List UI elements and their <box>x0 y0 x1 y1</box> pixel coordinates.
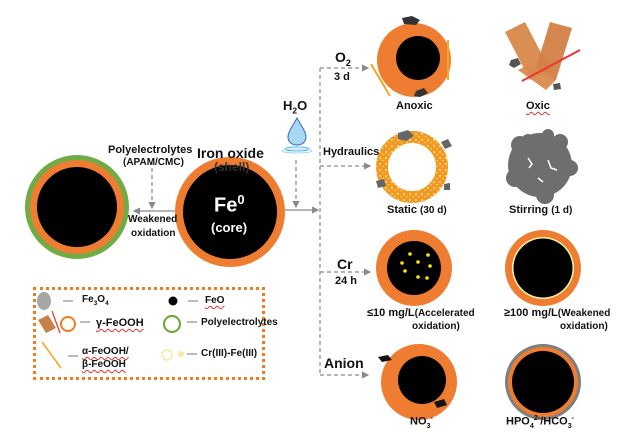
legend-beta-feooh-label: β-FeOOH <box>82 359 126 370</box>
legend-fe3o4-label: Fe3O4 <box>82 294 109 308</box>
cr-low-particle <box>376 230 452 306</box>
core-shell-particle <box>175 157 285 267</box>
cr-low-label-2: oxidation) <box>412 321 460 332</box>
stirring-main: Stirring <box>509 204 549 216</box>
stirring-aggregate <box>506 129 578 204</box>
static-label: Static (30 d) <box>387 204 447 217</box>
legend-alpha-feooh-label: α-FeOOH/ <box>82 346 129 357</box>
legend-gamma-feooh-label: γ-FeOOH <box>96 317 144 329</box>
cr-low-label: ≤10 mg/L(Accelerated <box>367 307 475 320</box>
anion-label: Anion <box>324 355 364 371</box>
core-fe-label: Fe0 <box>214 193 245 217</box>
legend-box <box>33 287 265 380</box>
static-porous-ring <box>376 130 452 203</box>
cr-high-label: ≥100 mg/L(Weakened <box>504 307 611 320</box>
nitrate-main: NO <box>410 415 427 428</box>
orange-ring-icon <box>38 315 56 333</box>
legend-cr-fe-label: Cr(III)-Fe(III) <box>201 348 258 359</box>
o2-sub: 2 <box>345 57 351 68</box>
bicarbonate-sup: - <box>571 414 575 422</box>
phosphate-label: HPO42-/HCO3- <box>506 414 575 430</box>
iron-oxide-title: Iron oxide <box>197 145 264 161</box>
fe3o4-o: O <box>97 294 106 305</box>
cr-low-main: ≤10 mg/L <box>367 307 415 319</box>
bicarbonate-sub: 3 <box>567 421 572 430</box>
static-detail: (30 d) <box>420 205 447 216</box>
core-fe-sup: 0 <box>237 192 245 207</box>
water-sub: 2 <box>292 105 298 116</box>
fe3o4-sub2: 4 <box>105 300 109 307</box>
oxidation-label: oxidation <box>131 228 176 239</box>
o2-main: O <box>335 49 346 65</box>
legend-polyelectrolytes-label: Polyelectrolytes <box>201 317 278 328</box>
phosphate-particle <box>505 344 581 420</box>
phosphate-main: HPO <box>506 415 530 428</box>
water-drop-icon <box>281 116 313 154</box>
polyelectrolytes-label: Polyelectrolytes <box>108 144 193 156</box>
cr-high-label-2: oxidation) <box>560 321 608 332</box>
water-label: H2O <box>283 99 307 115</box>
fe3o4-fe: Fe <box>82 294 94 305</box>
cr-label: Cr <box>337 256 353 272</box>
black-dot-icon <box>168 296 178 306</box>
phosphate-sub: 4 <box>529 421 534 430</box>
stirring-label: Stirring (1 d) <box>509 204 573 217</box>
green-ring-icon <box>162 314 182 334</box>
nitrate-label: NO3- <box>410 414 433 430</box>
water-h: H <box>283 98 293 113</box>
cr-low-detail-1: (Accelerated <box>414 308 475 319</box>
legend-feo-label: FeO <box>205 295 225 306</box>
cr-high-detail-1: (Weakened <box>557 308 611 319</box>
core-sub-label: (core) <box>211 220 248 235</box>
apam-cmc-label: (APAM/CMC) <box>123 157 184 168</box>
nitrate-sub: 3 <box>426 421 431 430</box>
cr-high-main: ≥100 mg/L <box>504 307 558 319</box>
stirring-detail: (1 d) <box>551 205 573 216</box>
anoxic-particle <box>370 16 451 97</box>
o2-label: O2 <box>335 50 351 68</box>
legend-icons <box>37 292 198 369</box>
coated-particle <box>25 155 129 259</box>
bicarbonate-main: /HCO <box>540 415 568 428</box>
hydraulics-label: Hydraulics <box>323 146 380 158</box>
yellow-needle-icon <box>41 341 62 369</box>
fe3o4-sub1: 3 <box>93 300 98 307</box>
nitrate-particle <box>378 344 457 420</box>
cr-high-particle <box>505 230 581 306</box>
water-o: O <box>297 98 308 113</box>
static-main: Static <box>387 204 417 216</box>
gray-blob-icon <box>37 292 51 310</box>
oxic-plates <box>505 22 581 90</box>
nitrate-sup: - <box>430 414 433 422</box>
weakened-label: Weakened <box>128 214 178 225</box>
shell-label: (shell) <box>214 160 250 174</box>
cr-time: 24 h <box>335 275 358 287</box>
core-fe-main: Fe <box>214 194 238 217</box>
anoxic-label: Anoxic <box>396 100 433 112</box>
o2-time: 3 d <box>334 71 350 83</box>
yellow-ring-icon <box>161 349 173 361</box>
phosphate-sup: 2- <box>533 414 541 422</box>
oxic-label: Oxic <box>526 100 550 112</box>
